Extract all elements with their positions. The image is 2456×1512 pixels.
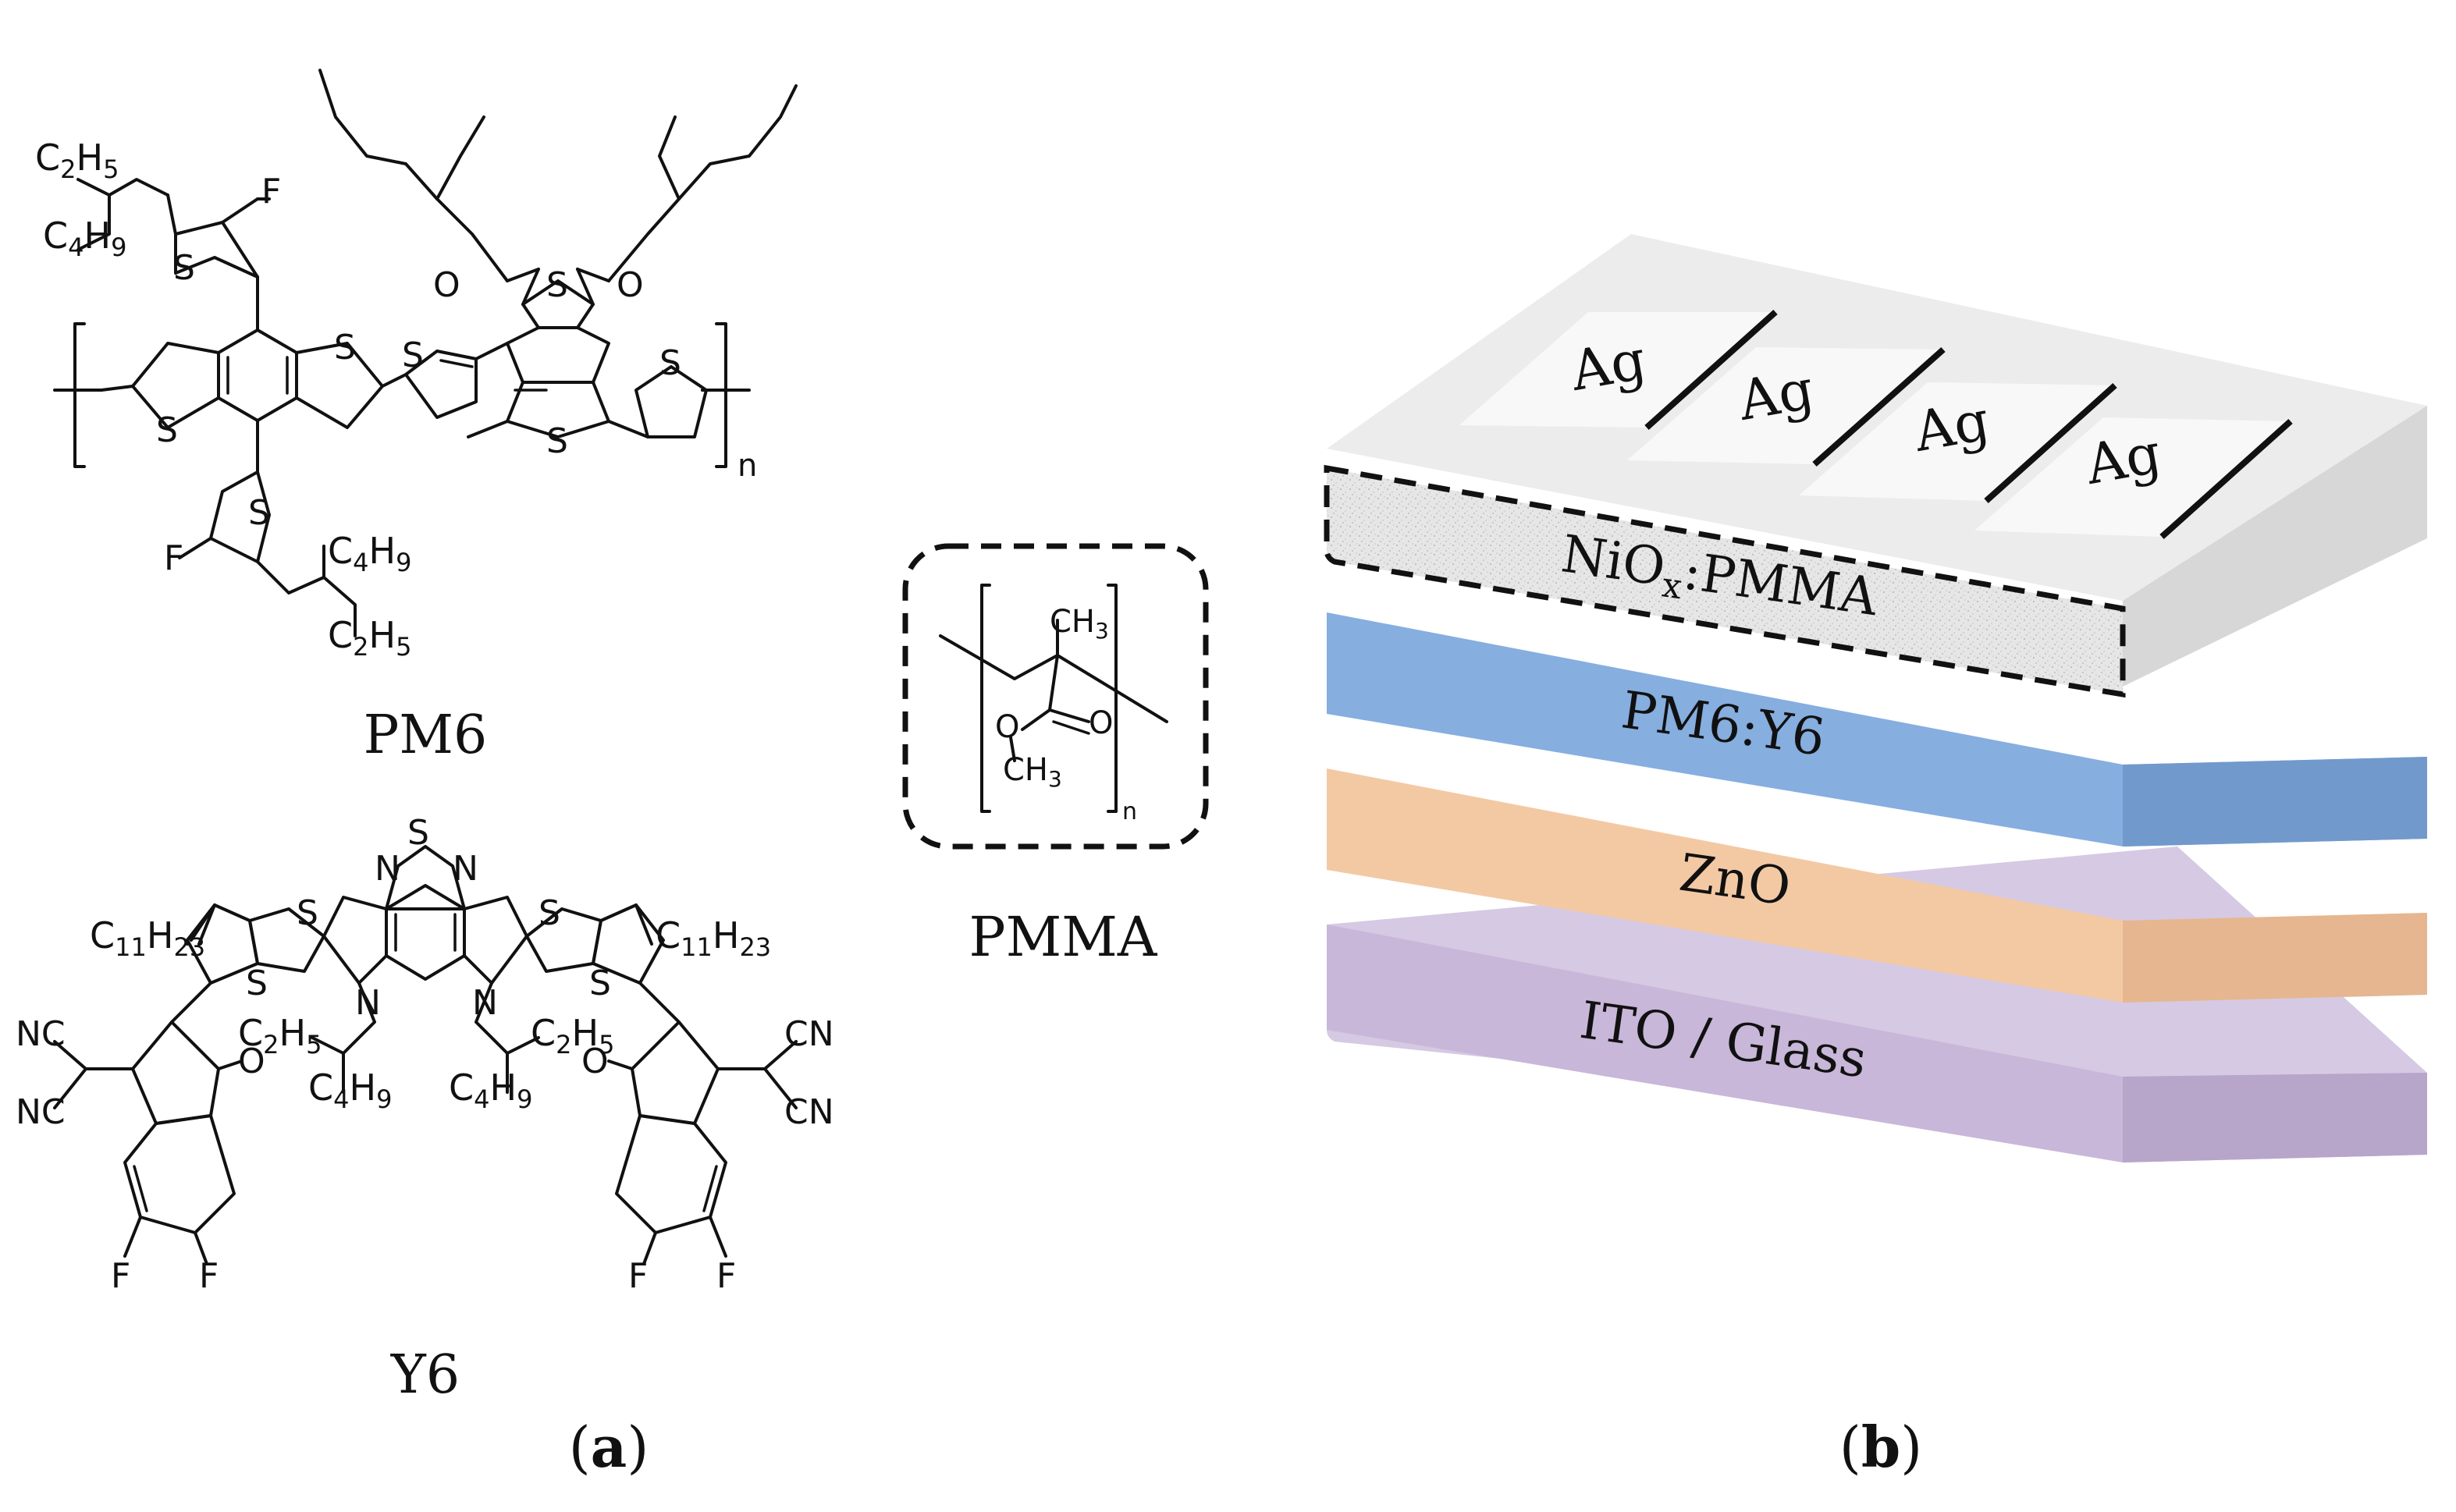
svg-text:NC: NC <box>16 1092 66 1132</box>
pm6-repeat-n: n <box>738 448 757 484</box>
svg-text:S: S <box>546 265 568 305</box>
svg-text:S: S <box>402 335 424 375</box>
y6-c4h9-right: C4H9 <box>449 1067 532 1114</box>
svg-text:S: S <box>248 493 270 533</box>
svg-text:Ag: Ag <box>1733 357 1818 433</box>
svg-text:S: S <box>334 328 356 367</box>
svg-text:N: N <box>375 849 400 889</box>
pm6-f-bottom: F <box>164 538 183 578</box>
svg-text:F: F <box>111 1256 130 1296</box>
pm6-f-top: F <box>261 172 281 211</box>
svg-text:S: S <box>297 893 318 933</box>
svg-text:O: O <box>238 1042 265 1081</box>
pmma-repeat-n: n <box>1122 798 1137 825</box>
svg-text:F: F <box>716 1256 736 1296</box>
pmma-structure: CH3 O O CH3 n PMMA <box>902 543 1209 969</box>
svg-text:CN: CN <box>784 1014 834 1054</box>
pmma-o-carbonyl: O <box>1089 705 1113 741</box>
pm6-name-label: PM6 <box>364 705 488 766</box>
panel-b-label: (b) <box>1839 1414 1923 1480</box>
panel-b: ITO / Glass ZnO PM6:Y6 NiOx:PMMA <box>1324 234 2427 1480</box>
svg-text:S: S <box>589 964 611 1003</box>
pm6-right-bracket <box>715 322 727 468</box>
svg-text:S: S <box>156 410 178 450</box>
ag-electrode-2: Ag <box>1627 347 1946 467</box>
svg-text:S: S <box>173 248 195 288</box>
svg-text:O: O <box>617 265 644 305</box>
y6-c11h23-right: C11H23 <box>656 914 771 962</box>
pm6-c4h9-top: C4H9 <box>43 215 126 262</box>
svg-text:N: N <box>472 983 498 1023</box>
ag-electrode-1: Ag <box>1459 310 1778 430</box>
svg-text:S: S <box>407 813 429 853</box>
layer-niox-pmma: NiOx:PMMA Ag Ag Ag Ag <box>1324 234 2427 698</box>
pm6-c2h5-bottom: C2H5 <box>328 614 411 662</box>
layer-zno: ZnO <box>1327 768 2427 1003</box>
pm6-structure: C2H5 C4H9 C4H9 C2H5 F F S S S S S S S S … <box>35 69 798 766</box>
svg-text:S: S <box>546 421 568 461</box>
y6-structure: S N N N N S S S S C11H23 C11H23 C2H5 C4H… <box>16 813 834 1406</box>
y6-c4h9-left: C4H9 <box>308 1067 392 1114</box>
svg-text:Ag: Ag <box>1566 328 1651 403</box>
ag-electrode-4: Ag <box>1974 417 2293 539</box>
svg-text:O: O <box>433 265 460 305</box>
ag-electrode-3: Ag <box>1799 382 2117 503</box>
y6-name-label: Y6 <box>390 1344 460 1406</box>
y6-c11h23-left: C11H23 <box>90 914 205 962</box>
pmma-name-label: PMMA <box>969 905 1157 969</box>
svg-text:CN: CN <box>784 1092 834 1132</box>
panel-a-label: (a) <box>569 1414 649 1480</box>
panel-a: C2H5 C4H9 C4H9 C2H5 F F S S S S S S S S … <box>16 69 1209 1480</box>
svg-text:N: N <box>453 849 478 889</box>
svg-text:Ag: Ag <box>2081 421 2166 497</box>
pm6-left-bracket <box>73 322 86 468</box>
pm6-c2h5-top: C2H5 <box>35 137 119 184</box>
svg-text:F: F <box>628 1256 648 1296</box>
svg-text:O: O <box>581 1042 609 1081</box>
niox-front-face <box>1324 464 2126 698</box>
svg-text:NC: NC <box>16 1014 66 1054</box>
svg-text:Ag: Ag <box>1909 389 1994 464</box>
svg-text:S: S <box>246 964 268 1003</box>
pmma-ch3-bottom: CH3 <box>1003 752 1062 792</box>
layer-pm6-y6: PM6:Y6 <box>1327 612 2427 847</box>
svg-text:F: F <box>199 1256 219 1296</box>
pmma-dashed-box <box>902 543 1209 850</box>
pm6-c4h9-bottom: C4H9 <box>328 530 411 577</box>
svg-text:S: S <box>538 893 560 933</box>
svg-text:N: N <box>355 983 381 1023</box>
svg-text:S: S <box>659 343 681 383</box>
pmma-o-ester: O <box>995 709 1019 745</box>
pmma-ch3-top: CH3 <box>1050 604 1109 644</box>
pm6-benzene-ring <box>217 328 298 422</box>
layer-niox-pmma-label: NiOx:PMMA <box>1557 524 1882 634</box>
